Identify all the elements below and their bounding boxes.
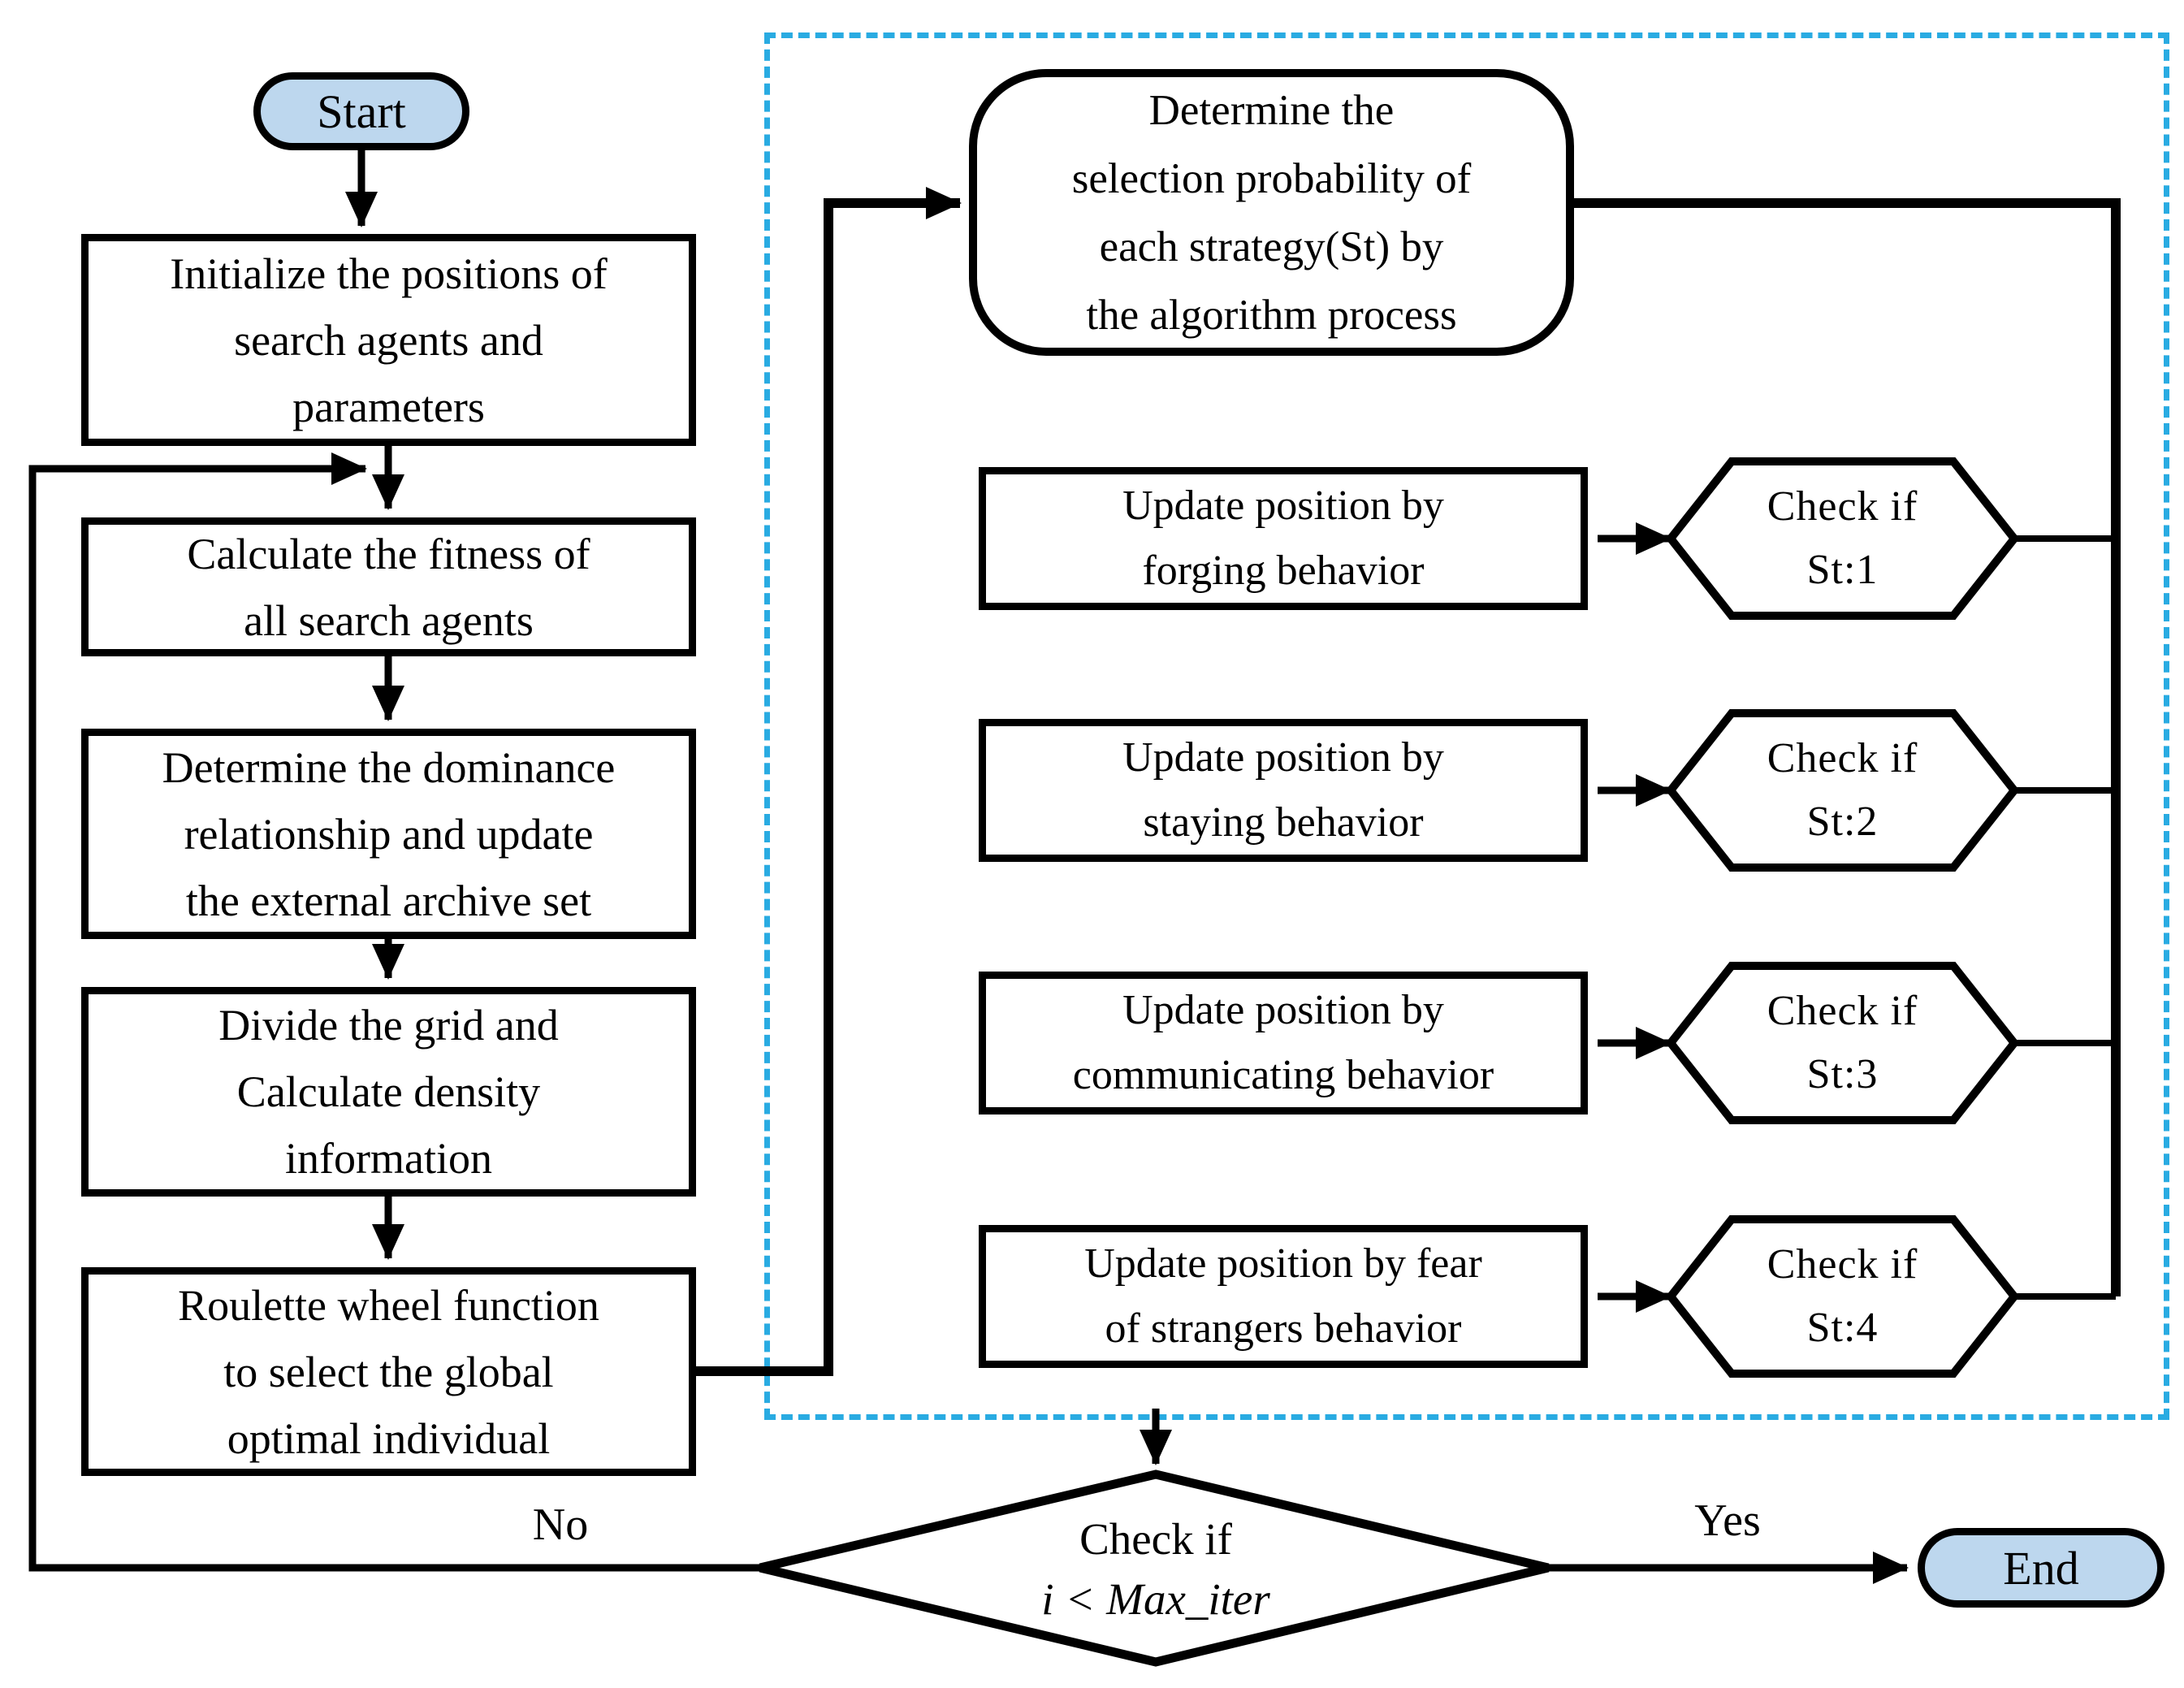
start-label: Start [317,84,406,138]
check-st4-line2: St:4 [1806,1305,1879,1351]
strategy-region-dashed-border [764,32,2169,1420]
process-dominance: Determine the dominance relationship and… [81,729,696,939]
process-grid-density: Divide the grid and Calculate density in… [81,987,696,1197]
check-st4-hexagon [1665,1215,2020,1378]
process-strategy-probability-text: Determine the selection probability of e… [1071,86,1472,339]
process-roulette-text: Roulette wheel function to select the gl… [178,1280,599,1463]
process-update-communicating-text: Update position by communicating behavio… [1072,987,1494,1098]
decision-diamond [759,1469,1550,1667]
check-st3-hexagon [1665,962,2020,1124]
yes-text: Yes [1694,1495,1761,1546]
process-fitness-text: Calculate the fitness of all search agen… [187,529,590,645]
edge-label-no: No [487,1499,634,1551]
process-update-forging-text: Update position by forging behavior [1122,483,1444,594]
start-terminal: Start [253,72,469,150]
no-text: No [532,1500,589,1550]
check-st1-label: Check if St:1 [1671,461,2014,616]
process-initialize: Initialize the positions of search agent… [81,234,696,446]
decision-label: Check if i < Max_iter [912,1509,1399,1630]
check-st2-line2: St:2 [1806,799,1879,845]
check-st4-line1: Check if [1767,1241,1918,1288]
arrow-no-loop-back [28,452,760,1572]
end-terminal: End [1918,1528,2165,1608]
process-update-staying: Update position by staying behavior [979,719,1588,862]
arrow-roulette-to-strategy [694,187,962,1376]
process-update-fear-strangers-text: Update position by fear of strangers beh… [1084,1240,1482,1352]
check-st1-hexagon [1665,457,2020,620]
check-st1-line1: Check if [1767,483,1918,530]
process-initialize-text: Initialize the positions of search agent… [170,249,608,431]
check-st2-hexagon [1665,709,2020,872]
end-label: End [2003,1541,2079,1595]
process-update-forging: Update position by forging behavior [979,467,1588,610]
check-st4-label: Check if St:4 [1671,1219,2014,1374]
process-fitness: Calculate the fitness of all search agen… [81,517,696,656]
decision-line2: i < Max_iter [1041,1574,1270,1624]
check-st2-line1: Check if [1767,735,1918,781]
edge-label-yes: Yes [1654,1495,1801,1547]
decision-line1: Check if [1079,1514,1232,1564]
check-st2-label: Check if St:2 [1671,713,2014,868]
line-strategy-to-right-rail [1571,198,2121,1296]
process-update-fear-strangers: Update position by fear of strangers beh… [979,1225,1588,1368]
process-roulette: Roulette wheel function to select the gl… [81,1267,696,1476]
check-st1-line2: St:1 [1806,547,1879,593]
check-st3-line2: St:3 [1806,1051,1879,1097]
process-update-staying-text: Update position by staying behavior [1122,734,1444,846]
process-strategy-probability: Determine the selection probability of e… [969,69,1574,356]
process-dominance-text: Determine the dominance relationship and… [162,742,616,925]
check-st3-line1: Check if [1767,988,1918,1034]
check-st3-label: Check if St:3 [1671,966,2014,1120]
process-update-communicating: Update position by communicating behavio… [979,972,1588,1115]
process-grid-density-text: Divide the grid and Calculate density in… [218,1001,559,1183]
